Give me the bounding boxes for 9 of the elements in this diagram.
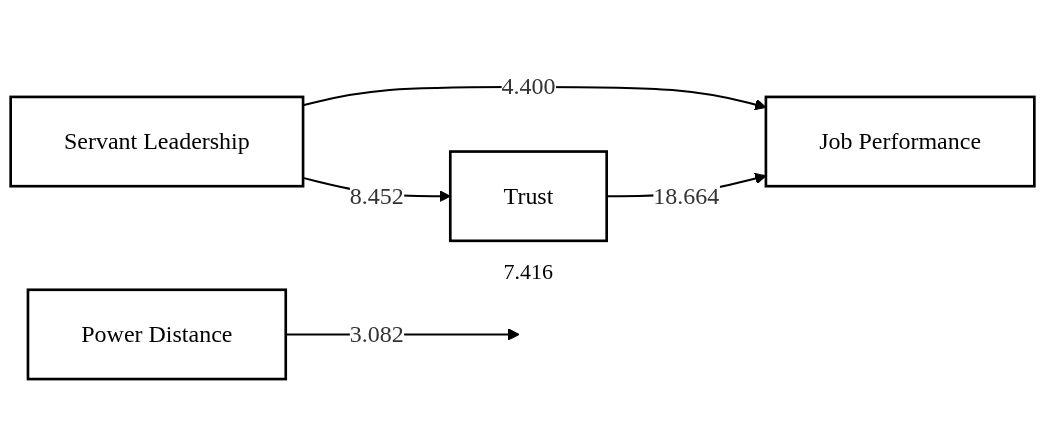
- value-label: 7.416: [503, 258, 553, 285]
- edge-label: 18.664: [653, 182, 720, 209]
- node-box: Job Performance: [764, 95, 1036, 188]
- edge-label: 4.400: [501, 72, 556, 100]
- node-box: Power Distance: [26, 288, 288, 381]
- node-box: Trust: [448, 150, 608, 243]
- edge-label: 8.452: [349, 182, 404, 209]
- edge-label: 3.082: [349, 320, 404, 348]
- node-box: Servant Leadership: [9, 95, 305, 188]
